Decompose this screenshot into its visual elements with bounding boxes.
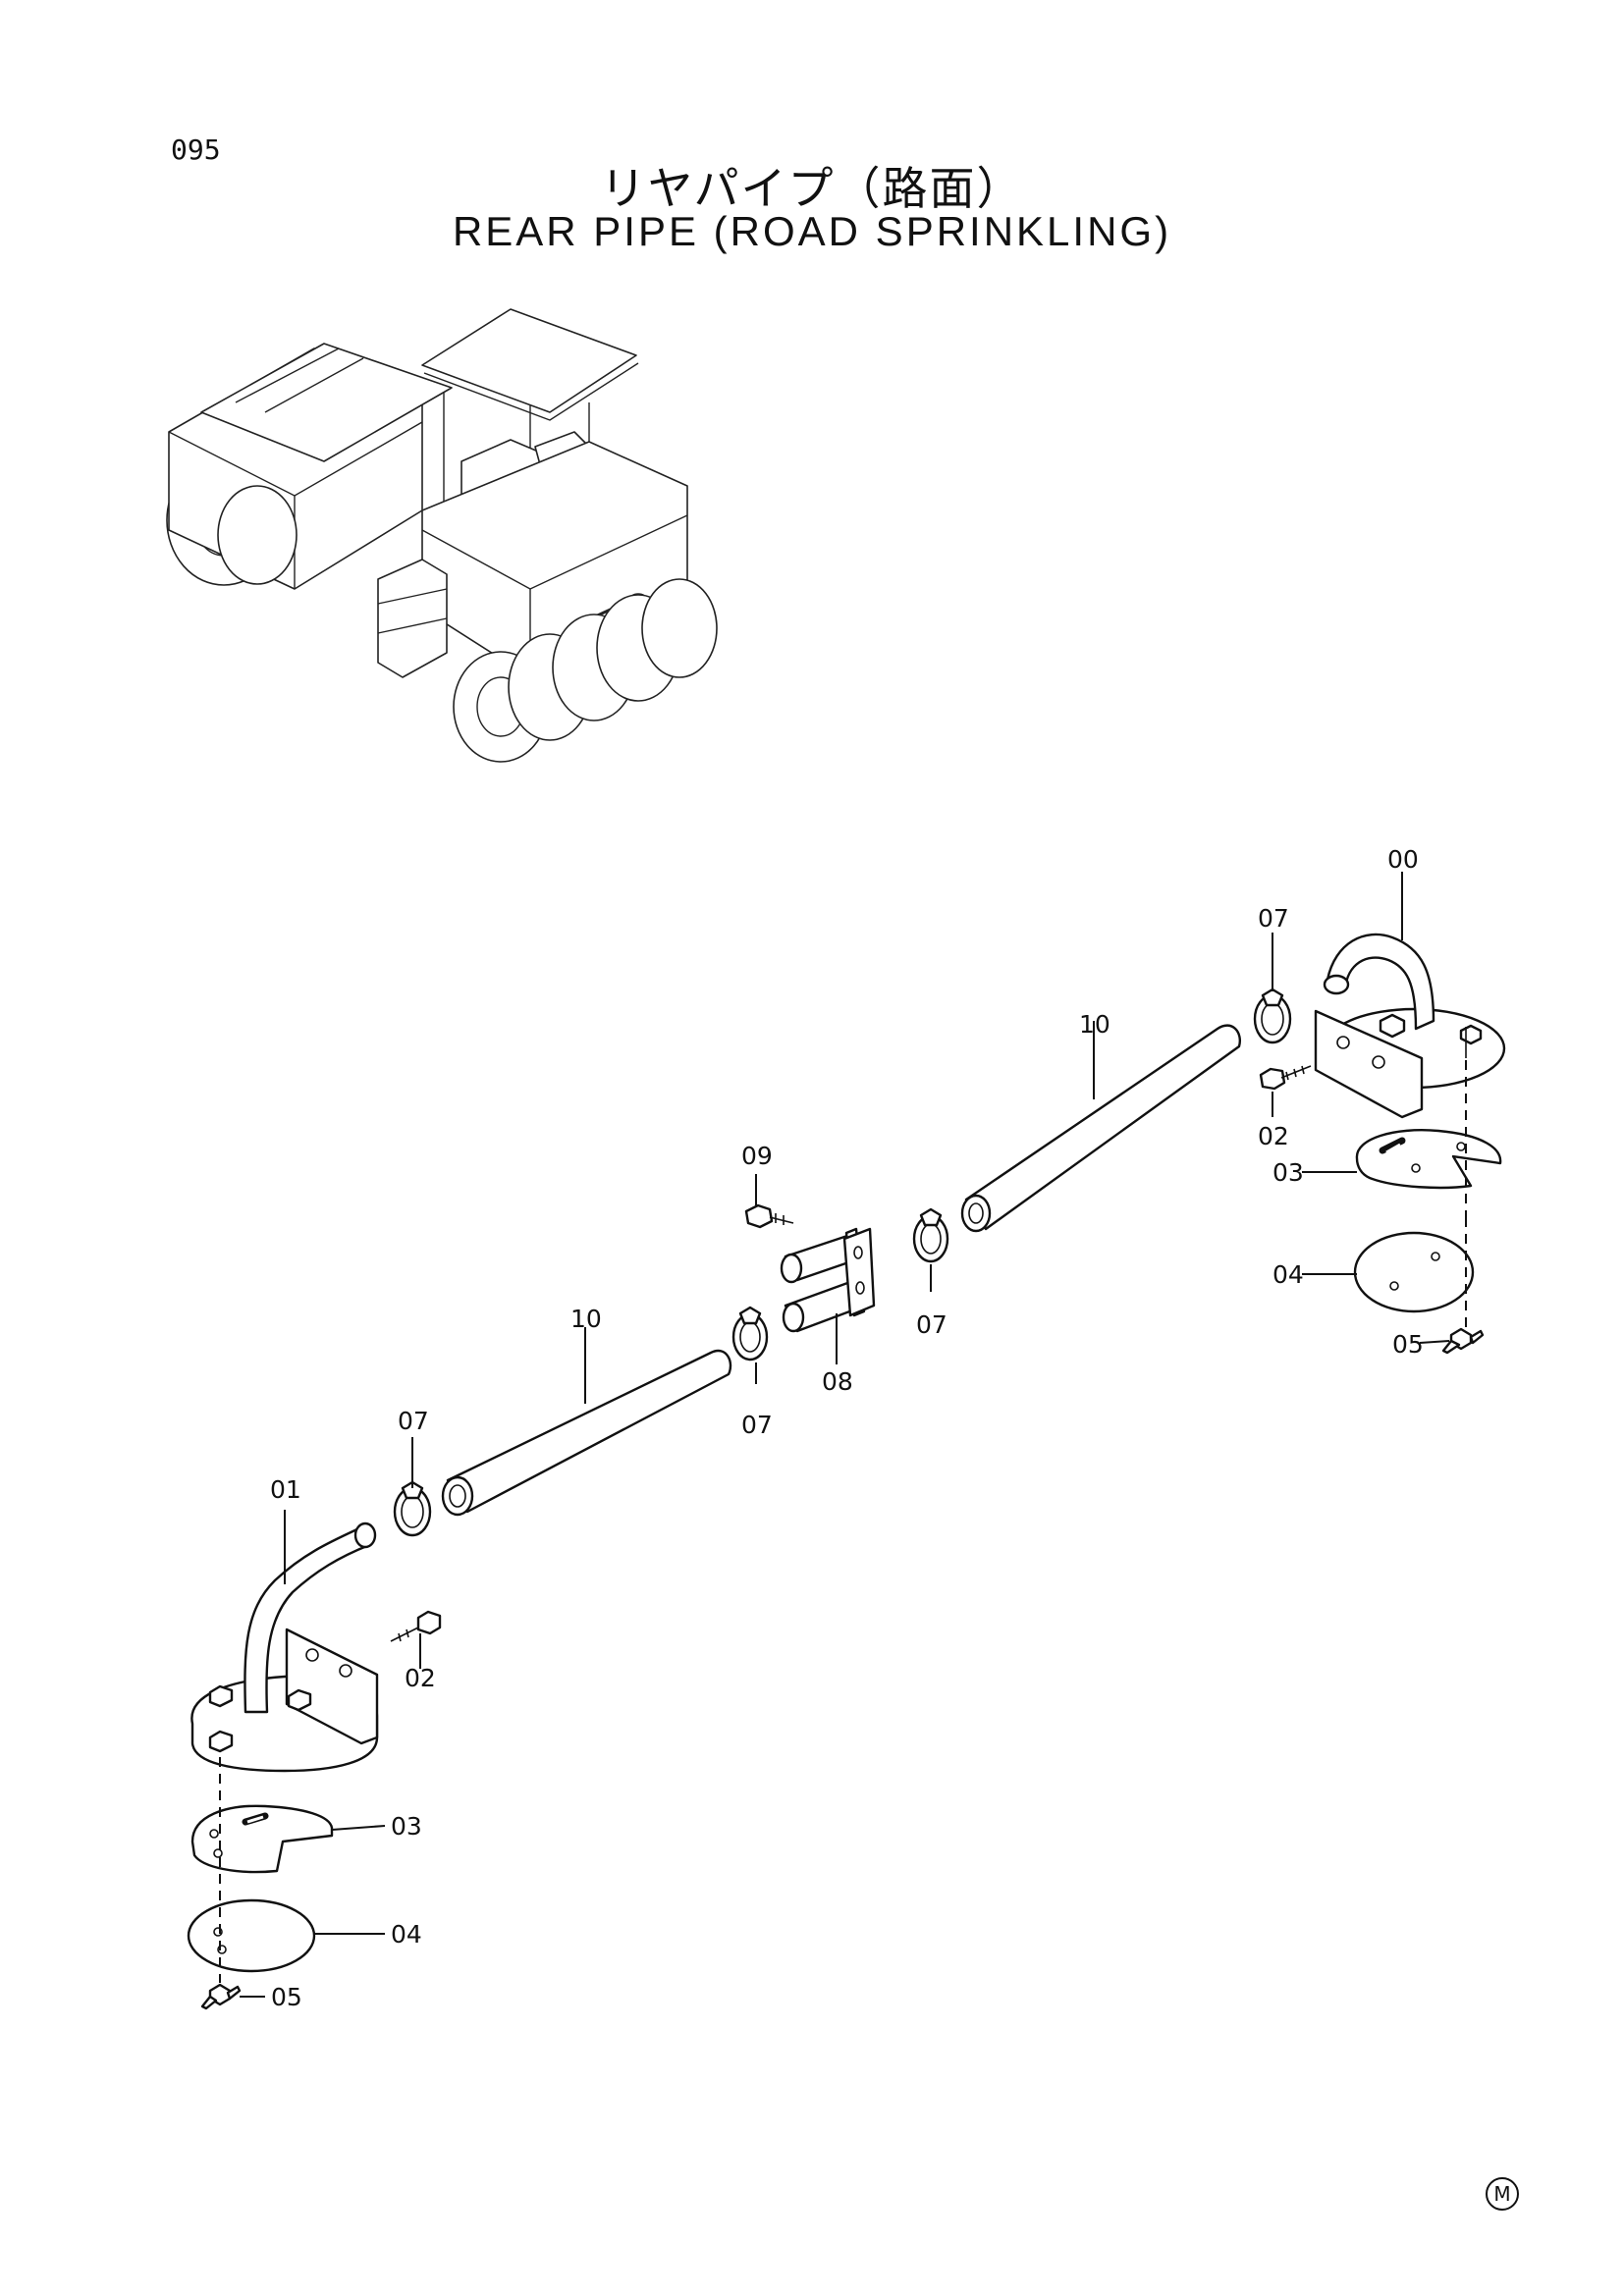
callout-04-left: 04 (391, 1920, 422, 1949)
page-title-english: REAR PIPE (ROAD SPRINKLING) (452, 208, 1172, 254)
callout-02-right: 02 (1258, 1122, 1289, 1150)
left-bracket (285, 1628, 379, 1745)
page-number: 095 (171, 133, 221, 166)
callout-05-left: 05 (271, 1983, 302, 2011)
leader-lines (240, 872, 1450, 1998)
right-pipe-assembly (1253, 933, 1506, 1355)
right-gasket-03 (1355, 1129, 1502, 1190)
callout-10-right: 10 (1079, 1010, 1110, 1039)
manufacturer-mark: M (1486, 2177, 1519, 2211)
bent-pipe-00 (1326, 933, 1435, 1031)
callout-05-right: 05 (1392, 1330, 1424, 1359)
machine-overview-illustration (166, 308, 718, 763)
callout-03-right: 03 (1272, 1158, 1304, 1187)
callout-04-right: 04 (1272, 1260, 1304, 1289)
tee-fitting-assembly (731, 1203, 949, 1362)
callout-01: 01 (270, 1475, 301, 1504)
left-pipe-assembly (187, 1480, 442, 2010)
left-gasket-03 (190, 1804, 334, 1874)
callout-02-left: 02 (405, 1664, 436, 1692)
right-cover-04 (1353, 1231, 1475, 1313)
hose-10-right (960, 1024, 1242, 1233)
hose-10-left (441, 1349, 732, 1517)
page-title-japanese: リヤパイプ（路面） (600, 162, 1024, 215)
part-callouts: 00 07 10 02 03 04 05 09 07 08 10 07 07 0… (270, 845, 1424, 2011)
left-cover-04 (187, 1898, 316, 1973)
callout-07-mid-right: 07 (916, 1310, 947, 1339)
callout-03-left: 03 (391, 1812, 422, 1841)
callout-07-top: 07 (1258, 904, 1289, 933)
callout-07-left: 07 (398, 1407, 429, 1435)
callout-08: 08 (822, 1367, 853, 1396)
callout-07-mid-left: 07 (741, 1411, 773, 1439)
callout-09: 09 (741, 1142, 773, 1170)
right-bracket (1314, 1009, 1424, 1119)
callout-10-left: 10 (570, 1305, 602, 1333)
callout-00: 00 (1387, 845, 1419, 874)
